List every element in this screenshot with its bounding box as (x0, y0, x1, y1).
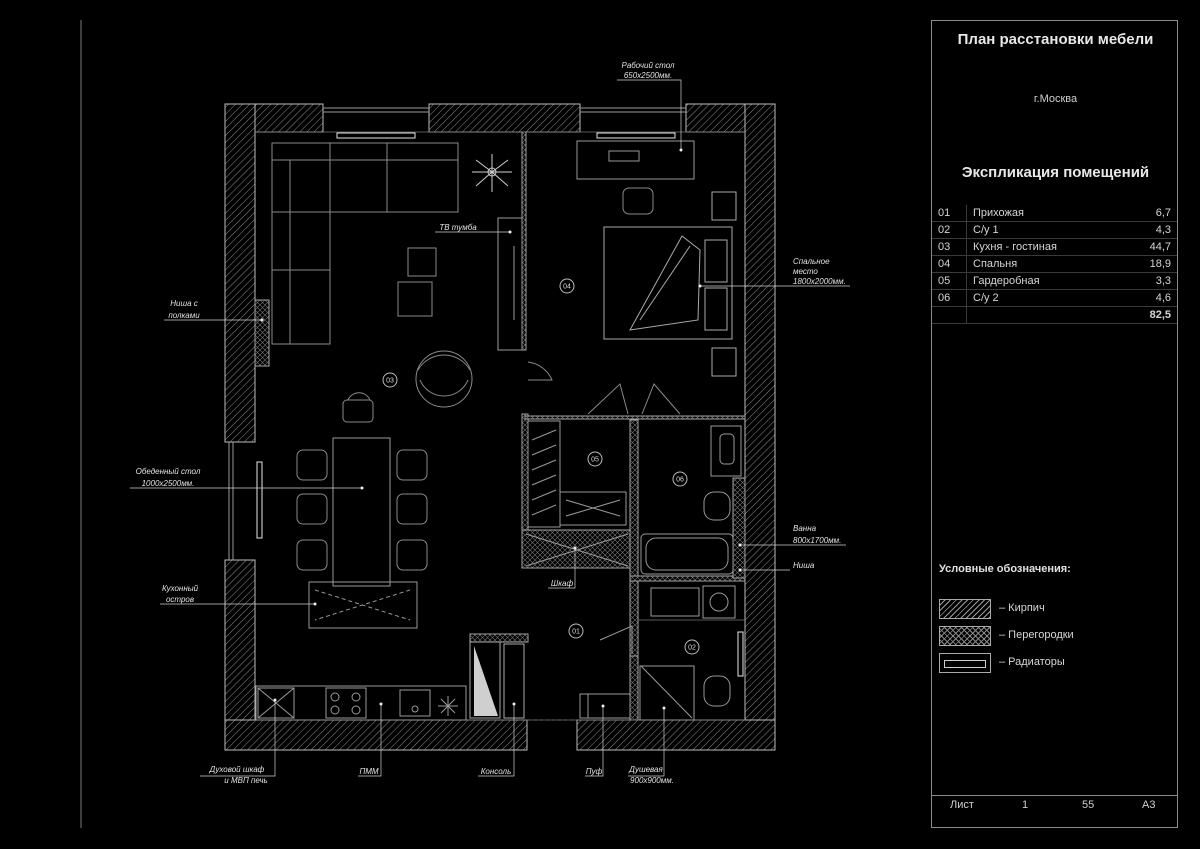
label-dishwasher: ПММ (359, 767, 378, 776)
partition-swatch (939, 626, 991, 646)
leader-lines (130, 79, 850, 777)
label-dining-1: Обеденный стол (136, 467, 201, 476)
bed (603, 191, 737, 377)
legend-item-radiators: – Радиаторы (939, 653, 1169, 673)
total-area: 82,5 (1122, 306, 1177, 324)
label-pouf: Пуф (586, 767, 603, 776)
sheet-info: Лист 1 55 А3 (932, 795, 1177, 814)
city-label: г.Москва (1033, 93, 1078, 105)
explication-title: Экспликация помещений (961, 164, 1150, 181)
walk-in-closet (527, 420, 627, 528)
label-bath-1: Ванна (793, 524, 817, 533)
label-tv-stand: ТВ тумба (439, 223, 477, 232)
room-number-04: 04 (563, 284, 571, 291)
kitchen-counter (255, 685, 467, 721)
sheet-scale: 55 (1082, 799, 1095, 811)
room-number-05: 05 (591, 457, 599, 464)
label-wardrobe: Шкаф (551, 579, 574, 588)
desk-chair (622, 187, 654, 215)
label-niche-shelves-1: Ниша с (170, 299, 198, 308)
fridge-shelf (469, 641, 525, 719)
bathroom-2 (640, 425, 742, 575)
room-markers: 01 02 03 04 05 06 (382, 278, 700, 655)
label-console: Консоль (481, 767, 512, 776)
chair-living (342, 392, 374, 423)
label-dining-2: 1000x2500мм. (142, 479, 195, 488)
label-desk-1: Рабочий стол (622, 61, 675, 70)
total-row: 82,5 (932, 306, 1177, 324)
drawing-title: План расстановки мебели (957, 31, 1154, 48)
legend-item-brick: – Кирпич (939, 599, 1169, 619)
label-oven-2: и МВП печь (224, 776, 267, 785)
label-shower-2: 900x900мм. (630, 776, 674, 785)
room-number-01: 01 (572, 629, 580, 636)
dining-chairs (296, 449, 428, 571)
brick-swatch (939, 599, 991, 619)
label-niche-shelves-2: полками (168, 311, 200, 320)
plant (472, 154, 512, 192)
label-island-2: остров (166, 595, 194, 604)
label-island-1: Кухонный (162, 584, 199, 593)
label-oven-1: Духовой шкаф (209, 765, 265, 774)
label-bed-1: Спальное (793, 257, 830, 266)
wardrobe-hall (525, 533, 629, 567)
sheet-label: Лист (950, 799, 974, 811)
legend-item-partitions: – Перегородки (939, 626, 1169, 646)
title-block: План расстановки мебели г.Москва Эксплик… (931, 20, 1178, 828)
bathroom-1 (599, 585, 736, 721)
room-number-03: 03 (386, 378, 394, 385)
radiator-swatch (939, 653, 991, 673)
exterior-walls (224, 103, 776, 751)
sheet-format: А3 (1142, 799, 1156, 811)
armchair (415, 350, 473, 408)
leader-dots (260, 148, 742, 710)
floor-plan: 01 02 03 04 05 06 Рабочий стол 650x2500м… (80, 20, 850, 828)
windows (228, 107, 686, 560)
room-number-06: 06 (676, 477, 684, 484)
label-bed-2: место (793, 267, 818, 276)
kitchen-island (308, 581, 418, 629)
room-outline (255, 131, 745, 721)
label-desk-2: 650x2500мм. (624, 71, 672, 80)
radiators (256, 132, 744, 677)
legend-title: Условные обозначения: (939, 563, 1071, 575)
ottomans (397, 247, 437, 317)
label-bed-3: 1800x2000мм. (793, 277, 846, 286)
label-shower-1: Душевая (628, 765, 663, 774)
sheet-number: 1 (1022, 799, 1029, 811)
room-number-02: 02 (688, 645, 696, 652)
label-bath-2: 800x1700мм. (793, 536, 841, 545)
sofa (271, 142, 459, 345)
partitions (254, 131, 746, 721)
bedroom-doors (527, 361, 681, 415)
entry-furniture (579, 693, 631, 719)
label-niche: Ниша (793, 561, 815, 570)
tv-stand (497, 217, 523, 351)
desk (576, 140, 695, 180)
dining-table (332, 437, 391, 587)
